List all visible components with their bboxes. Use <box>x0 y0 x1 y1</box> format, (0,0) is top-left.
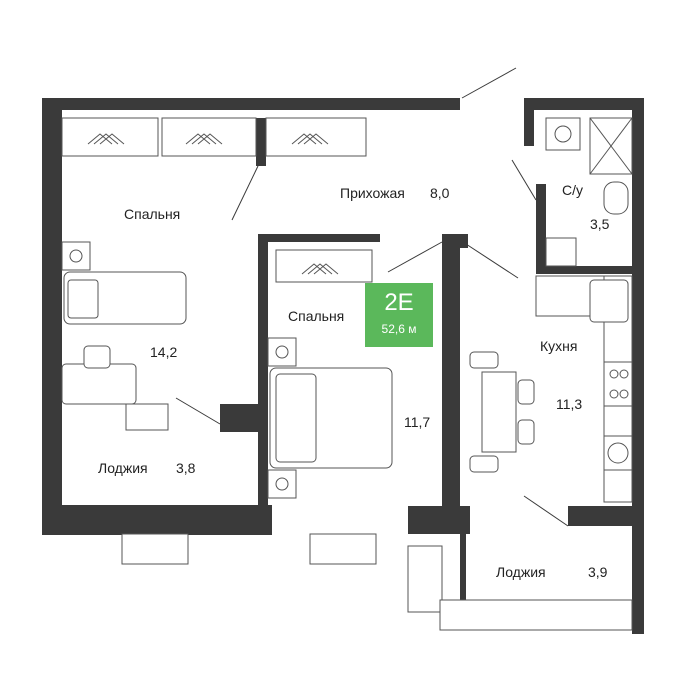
lamp-icon-2 <box>275 345 289 359</box>
window-icon-3 <box>407 545 443 613</box>
washbasin-icon <box>545 237 577 267</box>
room-area-bedroom-2: 11,7 <box>404 414 431 430</box>
room-area-loggia-1: 3,8 <box>176 460 196 476</box>
room-name-bedroom-2: Спальня <box>288 308 345 324</box>
table-icon <box>481 371 517 453</box>
room-area-bedroom-1: 14,2 <box>150 344 178 360</box>
room-area-kitchen: 11,3 <box>556 396 583 412</box>
apartment-type-code: 2E <box>384 289 414 316</box>
window-icon <box>121 533 189 565</box>
chair-icon-k1 <box>469 351 499 369</box>
wardrobe-3 <box>265 117 367 157</box>
window-icon-2 <box>309 533 377 565</box>
bed-pillows <box>275 373 317 463</box>
desk-icon <box>61 363 137 405</box>
room-name-loggia-2: Лоджия <box>496 564 546 580</box>
room-area-hallway: 8,0 <box>430 185 450 201</box>
stove-icon <box>603 361 633 407</box>
shelf <box>125 403 169 431</box>
chair-icon-k2 <box>469 455 499 473</box>
room-area-loggia-2: 3,9 <box>588 564 608 580</box>
lamp-icon-3 <box>275 477 289 491</box>
lamp-icon <box>69 249 83 263</box>
door-swings <box>175 67 569 527</box>
wardrobe-hanger-icon <box>87 133 339 275</box>
room-name-hallway: Прихожая <box>340 185 405 201</box>
apartment-type-badge: 2E 52,6 м <box>365 283 433 347</box>
sink-icon <box>589 279 629 323</box>
chair-icon-k3 <box>517 379 535 405</box>
toilet-icon <box>603 181 629 215</box>
room-name-loggia-1: Лоджия <box>98 460 148 476</box>
chair-icon-k4 <box>517 419 535 445</box>
room-area-bathroom: 3,5 <box>590 216 610 232</box>
wardrobe-2 <box>161 117 257 157</box>
apartment-total-area: 52,6 м <box>381 322 417 336</box>
walls <box>42 98 644 634</box>
loggia-floor <box>439 599 633 631</box>
room-name-bedroom-1: Спальня <box>124 206 181 222</box>
room-name-bathroom: С/у <box>562 182 583 198</box>
chair-icon <box>83 345 111 369</box>
bed-pillow <box>67 279 99 319</box>
room-name-kitchen: Кухня <box>540 338 578 354</box>
